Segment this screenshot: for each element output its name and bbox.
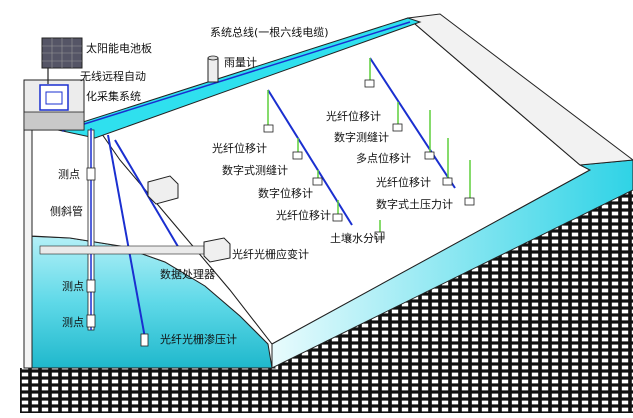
digital-earth-pressure-label: 数字式土压力计 <box>376 197 453 211</box>
slope-sensor-boxes <box>263 79 475 240</box>
station-base <box>23 111 85 131</box>
data-processor-icon <box>147 175 179 205</box>
sensor-leads <box>267 58 471 232</box>
measure-point-label-3: 测点 <box>62 316 84 329</box>
strain-gauge-box <box>39 245 211 255</box>
inclinometer-label: 侧斜管 <box>50 204 83 218</box>
measure-point-box-1 <box>86 167 96 181</box>
soil-moisture-label: 土壤水分计 <box>330 231 385 245</box>
seepage-sensor-icon <box>140 333 149 347</box>
digital-displacement-label: 数字位移计 <box>258 186 313 200</box>
rain-gauge-icon <box>207 57 219 83</box>
rain-gauge-label: 雨量计 <box>224 56 257 69</box>
measure-point-label-1: 测点 <box>58 168 80 181</box>
station-window <box>39 84 69 111</box>
fo-displacement-label-1: 光纤位移计 <box>326 109 381 123</box>
left-wall <box>23 129 33 369</box>
measure-point-box-3 <box>86 314 96 328</box>
fbg-strain-label: 光纤光栅应变计 <box>232 247 309 261</box>
multipoint-displacement-label: 多点位移计 <box>356 151 411 165</box>
foundation-front-grid <box>20 230 633 413</box>
sensor-cable-2 <box>369 57 456 189</box>
station-window-inner <box>45 91 63 105</box>
measure-point-label-2: 测点 <box>62 280 84 293</box>
strain-processor-icon <box>203 237 231 263</box>
fo-displacement-label-4: 光纤位移计 <box>276 208 331 222</box>
downstream-side-wall <box>406 13 633 166</box>
wireless-system-label-1: 无线远程自动 <box>80 69 146 83</box>
bus-cable-label: 系统总线(一根六线电缆) <box>210 25 329 39</box>
data-processor-label: 数据处理器 <box>160 267 215 281</box>
fo-displacement-label-3: 光纤位移计 <box>376 175 431 189</box>
seepage-cable <box>107 134 146 339</box>
solar-panel-cells <box>42 38 82 68</box>
fo-displacement-label-2: 光纤位移计 <box>212 141 267 155</box>
measure-point-box-2 <box>86 279 96 293</box>
solar-panel-label: 太阳能电池板 <box>86 41 152 55</box>
wireless-system-label-2: 化采集系统 <box>86 89 141 103</box>
digital-crack-label-2: 数字式测缝计 <box>222 163 288 177</box>
fbg-seepage-label: 光纤光栅渗压计 <box>160 332 237 346</box>
bus-cable <box>61 21 411 132</box>
digital-crack-label-1: 数字测缝计 <box>334 130 389 144</box>
rain-gauge-top <box>207 55 219 61</box>
